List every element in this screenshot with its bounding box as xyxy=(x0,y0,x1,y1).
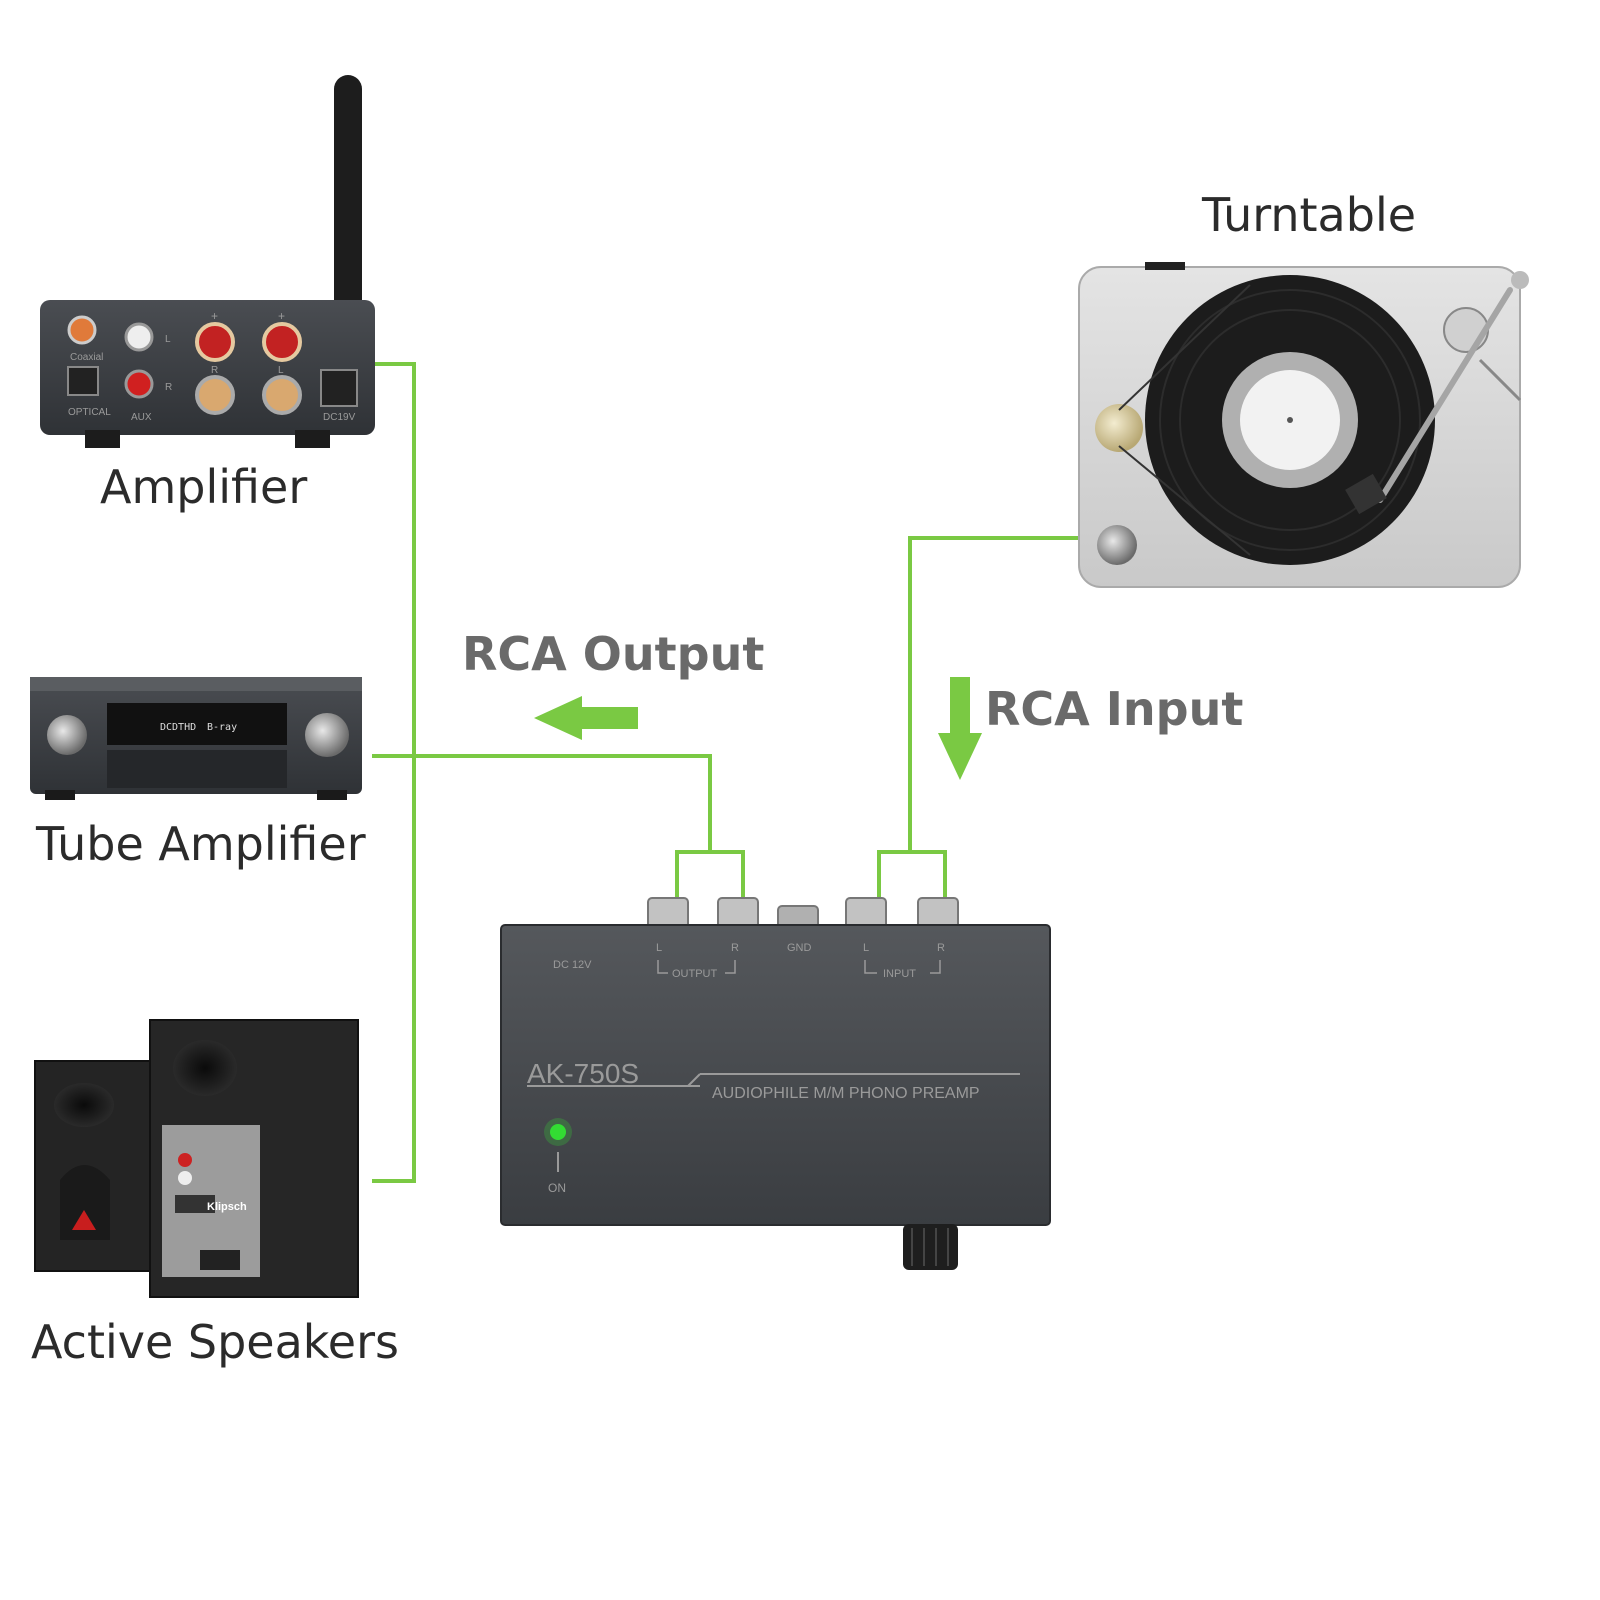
dc12v-label: DC 12V xyxy=(553,959,592,971)
output-label: OUTPUT xyxy=(672,968,718,980)
power-led xyxy=(550,1124,566,1140)
display-left-text: DCDTHD xyxy=(160,722,196,733)
aux-label: AUX xyxy=(131,412,152,423)
output-arrow xyxy=(534,696,638,740)
amp-plus-label-1: + xyxy=(211,309,218,323)
preamp-subtitle: AUDIOPHILE M/M PHONO PREAMP xyxy=(712,1085,980,1102)
output-l-label: L xyxy=(656,942,662,954)
output-split xyxy=(675,850,745,898)
amp-l-label: L xyxy=(165,334,171,345)
preamp-model: AK-750S xyxy=(527,1058,639,1089)
display-right-text: B-ray xyxy=(207,722,237,733)
tube-amplifier-label: Tube Amplifier xyxy=(36,817,366,871)
amp-plus-label-2: + xyxy=(278,309,285,323)
rca-output-label: RCA Output xyxy=(462,627,765,681)
active-speakers-label: Active Speakers xyxy=(31,1315,399,1369)
amplifier-link xyxy=(372,362,416,1183)
speaker-brand: Klipsch xyxy=(207,1201,247,1213)
amp-l-label-2: L xyxy=(278,365,284,376)
input-label: INPUT xyxy=(883,968,916,980)
optical-label: OPTICAL xyxy=(68,407,111,418)
input-r-label: R xyxy=(937,942,945,954)
gnd-label: GND xyxy=(787,942,812,954)
output-r-label: R xyxy=(731,942,739,954)
tube-amp-link xyxy=(372,754,712,852)
turntable-device xyxy=(1078,262,1529,588)
amp-r-label: R xyxy=(165,382,172,393)
turntable-link xyxy=(908,536,1079,852)
tube-amplifier-device: DCDTHD B-ray xyxy=(30,677,362,800)
connection-lines xyxy=(372,362,1079,1183)
input-l-label: L xyxy=(863,942,869,954)
power-on-label: ON xyxy=(548,1181,566,1195)
turntable-label: Turntable xyxy=(1202,188,1417,242)
rca-input-label: RCA Input xyxy=(985,682,1244,736)
amp-r-label-2: R xyxy=(211,365,218,376)
phono-preamp-device: AK-750S AUDIOPHILE M/M PHONO PREAMP DC 1… xyxy=(500,897,1051,1270)
active-speakers-device: Klipsch xyxy=(34,1019,359,1298)
amplifier-device: Coaxial OPTICAL AUX DC19V L R + + R L xyxy=(40,75,375,448)
coaxial-label: Coaxial xyxy=(70,352,103,363)
input-arrow xyxy=(938,677,982,780)
dc19v-label: DC19V xyxy=(323,412,356,423)
input-split xyxy=(877,850,947,898)
amplifier-label: Amplifier xyxy=(100,460,308,514)
